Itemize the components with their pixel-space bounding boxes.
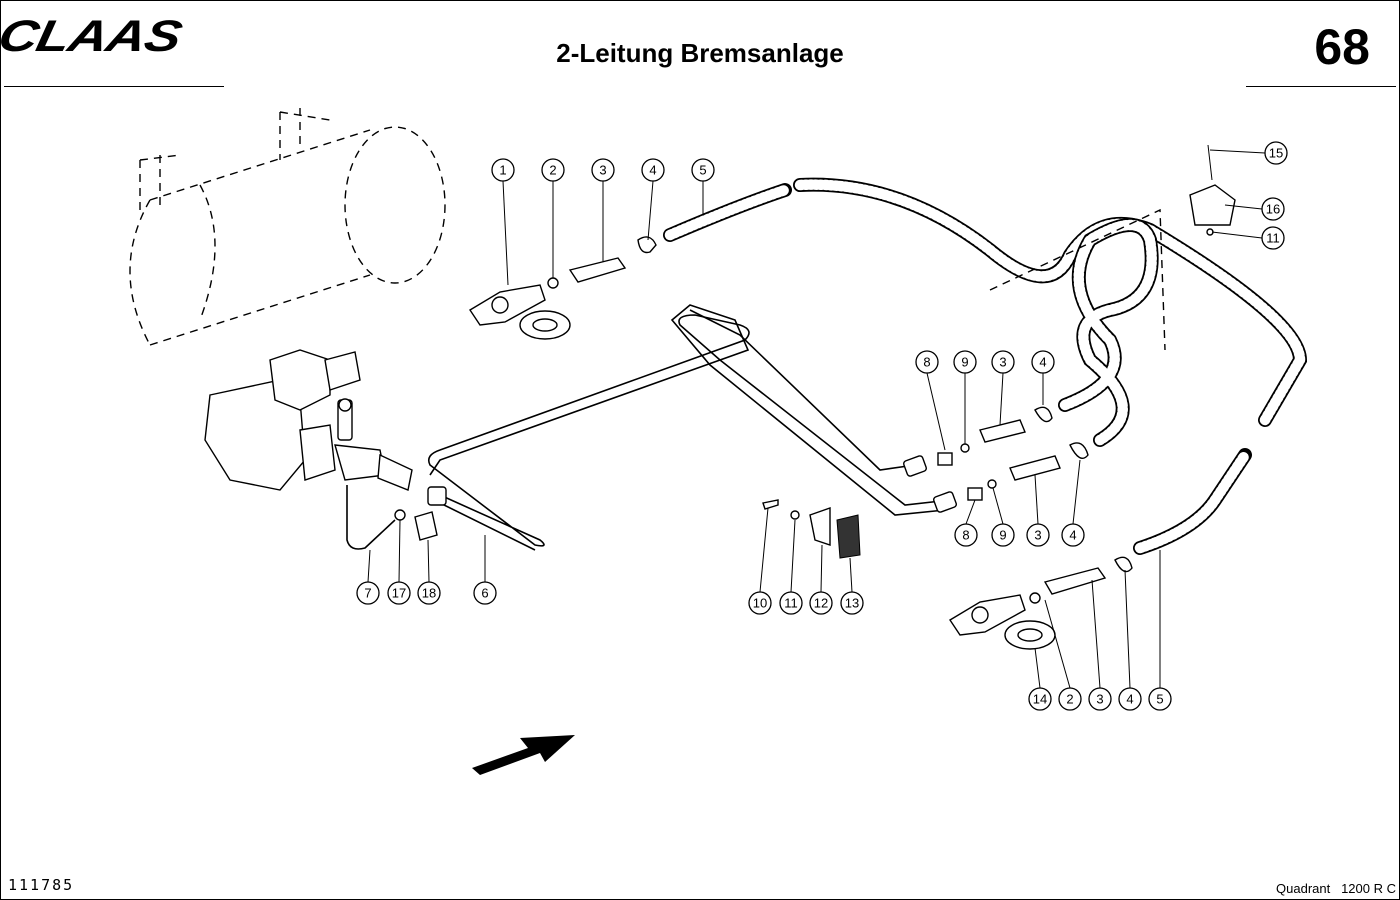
callout-16: 16 (1261, 197, 1285, 221)
drawing-number: 111785 (8, 876, 75, 894)
bolt-10 (762, 499, 779, 510)
callout-12: 12 (809, 591, 833, 615)
clamp-block-13 (836, 514, 861, 559)
model-label: Quadrant 1200 R C (1276, 881, 1396, 896)
callout-8-mid: 8 (915, 350, 939, 374)
clamp-bottom (1114, 556, 1133, 573)
callout-7: 7 (356, 581, 380, 605)
svg-text:11: 11 (784, 596, 798, 611)
callout-3-mid: 3 (991, 350, 1015, 374)
callout-5: 5 (691, 158, 715, 182)
callout-11-mid: 11 (779, 591, 803, 615)
svg-text:17: 17 (392, 586, 406, 601)
svg-text:4: 4 (1039, 355, 1046, 370)
callout-1: 1 (491, 158, 515, 182)
header-rule-right (1246, 86, 1396, 87)
hose-upper (663, 177, 1308, 447)
svg-text:4: 4 (1069, 528, 1076, 543)
clamp-4-low (1069, 442, 1089, 459)
callout-10: 10 (748, 591, 772, 615)
svg-text:16: 16 (1266, 202, 1280, 217)
bolt-15 (1207, 144, 1213, 181)
svg-text:2: 2 (1066, 692, 1073, 707)
air-tank-drawing (129, 108, 446, 346)
callout-2-bottom: 2 (1058, 687, 1082, 711)
svg-text:3: 3 (1096, 692, 1103, 707)
callout-17: 17 (387, 581, 411, 605)
page-number: 68 (1314, 19, 1370, 75)
callout-13: 13 (840, 591, 864, 615)
svg-text:7: 7 (364, 586, 371, 601)
nut-8-mid (937, 452, 953, 466)
svg-text:10: 10 (753, 596, 767, 611)
callout-4: 4 (641, 158, 665, 182)
callout-4-mid: 4 (1031, 350, 1055, 374)
callout-18: 18 (417, 581, 441, 605)
callout-4-bottom: 4 (1118, 687, 1142, 711)
o-ring-top (547, 277, 559, 289)
nut-8-low (967, 487, 983, 501)
o-ring-9-low (987, 479, 997, 489)
svg-text:4: 4 (649, 163, 656, 178)
callout-3: 3 (591, 158, 615, 182)
clamp-4-mid (1034, 406, 1053, 423)
svg-text:6: 6 (481, 586, 488, 601)
page-title: 2-Leitung Bremsanlage (556, 38, 844, 68)
connector-3-mid (979, 419, 1026, 443)
brake-valve-drawing (204, 349, 413, 491)
svg-text:5: 5 (699, 163, 706, 178)
svg-text:8: 8 (923, 355, 930, 370)
pipe-6 (427, 304, 957, 551)
svg-text:9: 9 (961, 355, 968, 370)
svg-text:4: 4 (1126, 692, 1133, 707)
callout-11-top: 11 (1261, 226, 1285, 250)
connector-3-low (1009, 455, 1061, 481)
nut-11 (790, 510, 800, 520)
connector-top (568, 257, 627, 283)
bracket-12 (809, 507, 831, 546)
svg-text:3: 3 (599, 163, 606, 178)
callout-8-low: 8 (954, 523, 978, 547)
o-ring-bottom (1029, 592, 1041, 604)
svg-text:5: 5 (1156, 692, 1163, 707)
svg-text:1: 1 (499, 163, 506, 178)
header-rule-left (4, 86, 224, 87)
svg-text:8: 8 (962, 528, 969, 543)
callout-2: 2 (541, 158, 565, 182)
ring-17 (394, 509, 406, 521)
svg-text:14: 14 (1033, 692, 1047, 707)
coupling-head-bottom (949, 594, 1056, 650)
callout-14: 14 (1028, 687, 1052, 711)
svg-text:9: 9 (999, 528, 1006, 543)
svg-text:3: 3 (1034, 528, 1041, 543)
svg-text:3: 3 (999, 355, 1006, 370)
coupling-head-top (469, 284, 571, 340)
svg-text:2: 2 (549, 163, 556, 178)
svg-text:11: 11 (1266, 231, 1280, 246)
clamp-16 (1189, 184, 1236, 226)
callout-3-bottom: 3 (1088, 687, 1112, 711)
svg-text:12: 12 (814, 596, 828, 611)
callout-6: 6 (473, 581, 497, 605)
hose-lower (1133, 448, 1252, 555)
svg-text:18: 18 (422, 586, 436, 601)
o-ring-9-mid (960, 443, 970, 453)
callout-3-low: 3 (1026, 523, 1050, 547)
svg-text:15: 15 (1269, 146, 1283, 161)
connector-bottom (1043, 567, 1107, 595)
clamp-top (637, 236, 657, 254)
callout-9-mid: 9 (953, 350, 977, 374)
leader-lines (367, 149, 1266, 689)
sleeve-18 (414, 511, 438, 541)
callout-15: 15 (1264, 141, 1288, 165)
direction-arrow-icon (472, 735, 575, 775)
pipe-7 (346, 485, 396, 550)
svg-text:13: 13 (845, 596, 859, 611)
callout-9-low: 9 (991, 523, 1015, 547)
callout-4-low: 4 (1061, 523, 1085, 547)
callout-5-bottom: 5 (1148, 687, 1172, 711)
